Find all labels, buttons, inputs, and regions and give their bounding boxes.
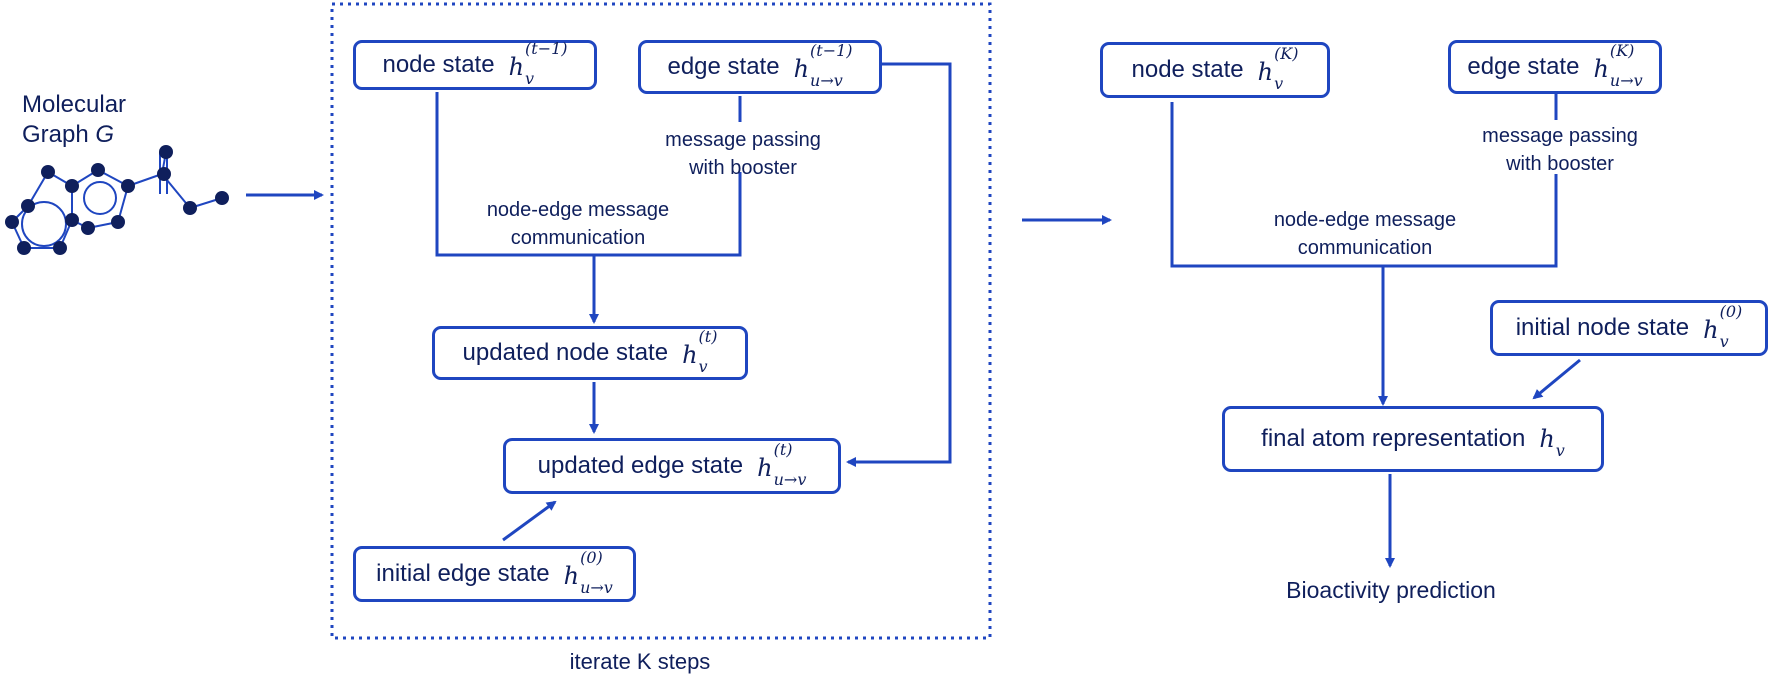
- message-passing-label: message passing with booster: [665, 129, 821, 179]
- communication-label: node-edge message communication: [486, 199, 670, 249]
- final-node-symbol: h(K)v: [1257, 44, 1299, 93]
- right-merge-line: [1170, 102, 1558, 268]
- initial-edge-arrow: [502, 500, 557, 542]
- node-state-box: node state h(t−1)v: [353, 40, 597, 90]
- right-message-passing-label: message passing with booster: [1482, 125, 1638, 175]
- molecular-graph-label: Molecular Graph G: [22, 91, 127, 148]
- initial-edge-state-box: initial edge state h(0)u→v: [353, 546, 636, 602]
- edge-state-symbol: h(t−1)u→v: [793, 41, 853, 90]
- bioactivity-prediction-label: Bioactivity prediction: [1286, 577, 1496, 603]
- initial-node-state-box: initial node state h(0)v: [1490, 300, 1768, 356]
- initial-node-symbol: h(0)v: [1703, 302, 1743, 351]
- final-edge-symbol: h(K)u→v: [1593, 41, 1643, 90]
- updated-edge-symbol: h(t)u→v: [757, 440, 807, 489]
- left-merge-line: [435, 92, 742, 257]
- updated-edge-state-box: updated edge state h(t)u→v: [503, 438, 841, 494]
- edge-skip-connection: [846, 62, 952, 467]
- initial-edge-symbol: h(0)u→v: [563, 548, 613, 597]
- edge-state-box: edge state h(t−1)u→v: [638, 40, 882, 94]
- final-edge-state-box: edge state h(K)u→v: [1448, 40, 1662, 94]
- molecule-graph-icon: [5, 145, 229, 255]
- right-communication-label: node-edge message communication: [1273, 209, 1457, 259]
- final-node-state-box: node state h(K)v: [1100, 42, 1330, 98]
- node-state-symbol: h(t−1)v: [508, 39, 568, 88]
- iteration-frame: [330, 2, 992, 640]
- iterate-label: iterate K steps: [569, 649, 711, 674]
- initial-node-arrow: [1532, 358, 1581, 400]
- updated-node-state-box: updated node state h(t)v: [432, 326, 748, 380]
- updated-node-symbol: h(t)v: [682, 327, 718, 376]
